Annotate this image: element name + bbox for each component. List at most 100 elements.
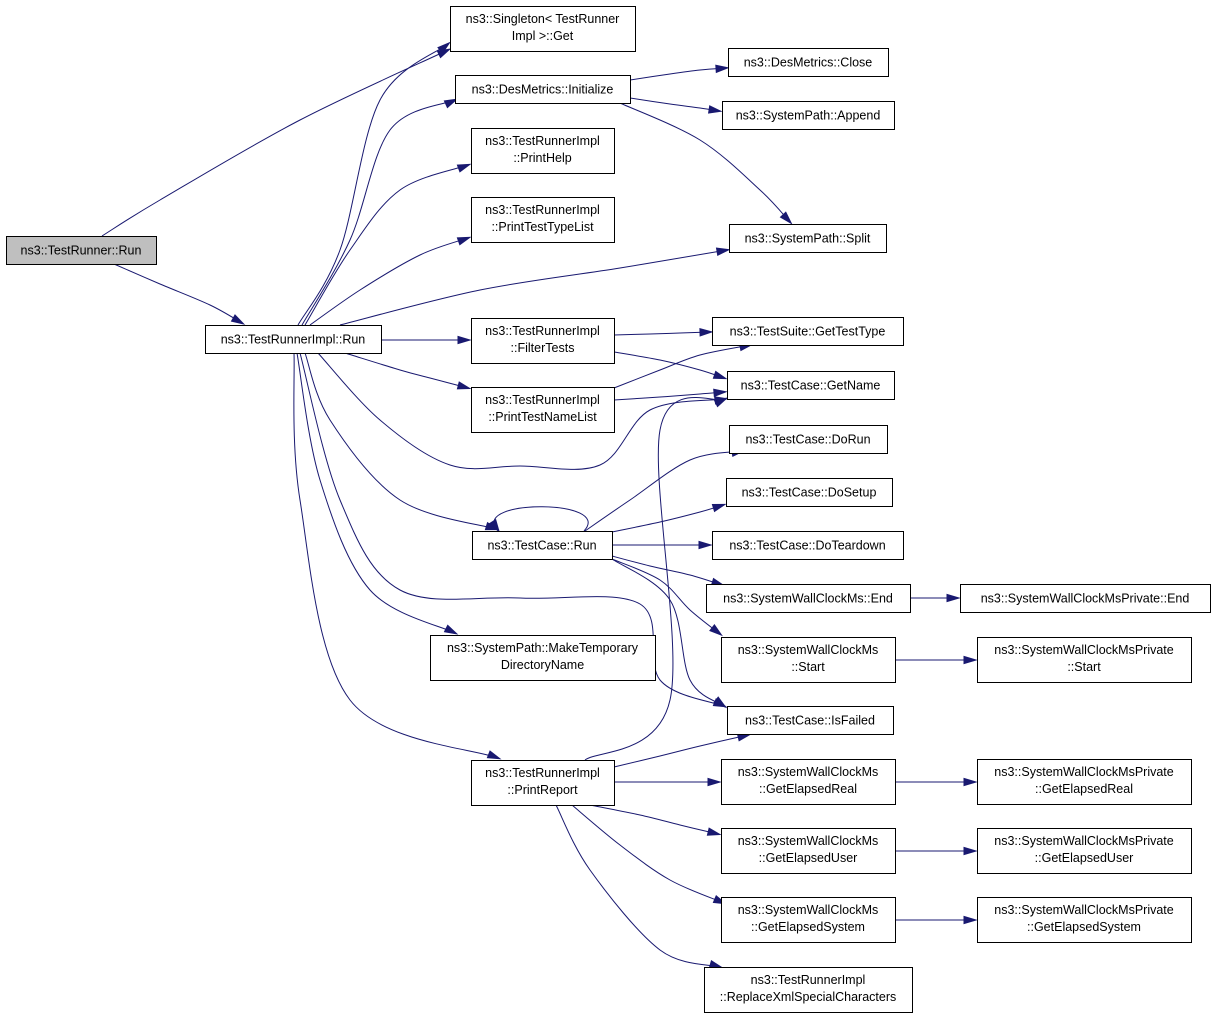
edge-impl-run-to-testcase-run	[304, 352, 500, 531]
node-case-dosetup[interactable]: ns3::TestCase::DoSetup	[726, 478, 893, 507]
edge-desmetrics-init-to-desmetrics-close	[629, 64, 730, 81]
node-print-type-list-label-2: ::PrintTestTypeList	[491, 220, 594, 234]
edge-clock-start-to-priv-start-arrowhead	[963, 655, 978, 665]
node-suite-get-type[interactable]: ns3::TestSuite::GetTestType	[712, 317, 904, 346]
node-case-doteardown-label-1: ns3::TestCase::DoTeardown	[729, 539, 885, 553]
node-print-name-list[interactable]: ns3::TestRunnerImpl::PrintTestNameList	[471, 387, 615, 433]
node-clock-system[interactable]: ns3::SystemWallClockMs::GetElapsedSystem	[721, 897, 896, 943]
node-case-get-name[interactable]: ns3::TestCase::GetName	[727, 371, 895, 400]
edge-filter-tests-to-case-get-name-arrowhead	[712, 370, 728, 380]
node-print-name-list-label-2: ::PrintTestNameList	[488, 410, 597, 424]
node-case-dorun-label-1: ns3::TestCase::DoRun	[745, 433, 870, 447]
node-priv-user[interactable]: ns3::SystemWallClockMsPrivate::GetElapse…	[977, 828, 1192, 874]
node-clock-system-label-2: ::GetElapsedSystem	[751, 920, 865, 934]
edge-print-report-to-clock-user-line	[589, 804, 719, 835]
node-print-report-label-1: ns3::TestRunnerImpl	[485, 766, 600, 780]
node-priv-end[interactable]: ns3::SystemWallClockMsPrivate::End	[960, 584, 1211, 613]
node-case-dorun[interactable]: ns3::TestCase::DoRun	[729, 425, 888, 454]
node-desmetrics-init-label-1: ns3::DesMetrics::Initialize	[472, 83, 614, 97]
node-replace-xml[interactable]: ns3::TestRunnerImpl::ReplaceXmlSpecialCh…	[704, 967, 913, 1013]
edge-print-report-to-clock-real	[614, 777, 722, 787]
node-path-append-label-1: ns3::SystemPath::Append	[736, 109, 881, 123]
node-case-isfailed-box	[727, 706, 894, 735]
node-testcase-run[interactable]: ns3::TestCase::Run	[472, 531, 613, 560]
node-priv-user-label-2: ::GetElapsedUser	[1035, 851, 1134, 865]
node-clock-real[interactable]: ns3::SystemWallClockMs::GetElapsedReal	[721, 759, 896, 805]
node-case-isfailed-label-1: ns3::TestCase::IsFailed	[745, 714, 875, 728]
node-clock-user-label-2: ::GetElapsedUser	[759, 851, 858, 865]
node-make-temp-dir-label-2: DirectoryName	[501, 658, 584, 672]
edge-impl-run-to-path-split	[339, 247, 731, 326]
edge-testcase-run-to-case-isfailed	[611, 558, 727, 709]
edge-testcase-run-to-case-isfailed-line	[611, 558, 725, 707]
edge-filter-tests-to-suite-get-type	[613, 328, 714, 337]
node-clock-user[interactable]: ns3::SystemWallClockMs::GetElapsedUser	[721, 828, 896, 874]
node-print-type-list[interactable]: ns3::TestRunnerImpl::PrintTestTypeList	[471, 197, 615, 243]
edge-desmetrics-init-to-path-append-line	[629, 97, 720, 112]
edge-desmetrics-init-to-desmetrics-close-arrowhead	[715, 64, 730, 74]
node-path-split[interactable]: ns3::SystemPath::Split	[729, 224, 887, 253]
node-replace-xml-box	[704, 967, 913, 1013]
node-path-append[interactable]: ns3::SystemPath::Append	[722, 101, 895, 130]
edge-desmetrics-init-to-path-split-line	[619, 102, 791, 223]
node-print-name-list-label-1: ns3::TestRunnerImpl	[485, 393, 600, 407]
edge-impl-run-to-path-split-line	[339, 249, 728, 326]
edge-print-report-to-clock-user	[589, 804, 722, 836]
node-filter-tests-box	[471, 318, 615, 364]
edge-testcase-run-to-clock-start-line	[611, 558, 721, 635]
edge-impl-run-to-filter-tests-arrowhead	[457, 335, 472, 345]
node-make-temp-dir-label-1: ns3::SystemPath::MakeTemporary	[447, 641, 639, 655]
node-desmetrics-close[interactable]: ns3::DesMetrics::Close	[728, 48, 889, 77]
node-clock-user-box	[721, 828, 896, 874]
node-print-name-list-box	[471, 387, 615, 433]
node-print-type-list-label-1: ns3::TestRunnerImpl	[485, 203, 600, 217]
node-desmetrics-close-label-1: ns3::DesMetrics::Close	[744, 56, 873, 70]
node-impl-run[interactable]: ns3::TestRunnerImpl::Run	[205, 325, 382, 354]
node-clock-system-label-1: ns3::SystemWallClockMs	[738, 903, 879, 917]
node-make-temp-dir[interactable]: ns3::SystemPath::MakeTemporaryDirectoryN…	[430, 635, 656, 681]
edge-print-report-to-case-isfailed	[613, 733, 752, 768]
edge-desmetrics-init-to-path-split	[619, 102, 793, 225]
node-priv-real[interactable]: ns3::SystemWallClockMsPrivate::GetElapse…	[977, 759, 1192, 805]
edge-impl-run-to-print-type-list-arrowhead	[456, 236, 472, 246]
node-clock-start[interactable]: ns3::SystemWallClockMs::Start	[721, 637, 896, 683]
node-runner-run[interactable]: ns3::TestRunner::Run	[6, 236, 157, 265]
edge-testcase-run-to-clock-end-line	[611, 555, 723, 586]
edge-impl-run-to-print-help-arrowhead	[456, 163, 472, 173]
node-filter-tests[interactable]: ns3::TestRunnerImpl::FilterTests	[471, 318, 615, 364]
edge-print-report-to-clock-system-line	[571, 804, 725, 904]
edge-testcase-run-to-case-dorun	[584, 448, 746, 532]
node-case-isfailed[interactable]: ns3::TestCase::IsFailed	[727, 706, 894, 735]
edge-print-report-to-clock-real-arrowhead	[707, 777, 722, 787]
edge-impl-run-to-print-report-line	[293, 352, 499, 759]
edge-runner-run-to-impl-run-arrowhead	[230, 314, 246, 325]
node-case-doteardown[interactable]: ns3::TestCase::DoTeardown	[712, 531, 904, 560]
node-path-split-box	[729, 224, 887, 253]
node-desmetrics-init[interactable]: ns3::DesMetrics::Initialize	[455, 75, 631, 104]
edge-filter-tests-to-suite-get-type-arrowhead	[699, 328, 714, 337]
edge-runner-run-to-singleton-get-line	[101, 49, 449, 237]
node-priv-start[interactable]: ns3::SystemWallClockMsPrivate::Start	[977, 637, 1192, 683]
node-suite-get-type-label-1: ns3::TestSuite::GetTestType	[730, 325, 886, 339]
edge-clock-real-to-priv-real	[895, 777, 978, 787]
edge-impl-run-to-desmetrics-init	[301, 98, 459, 326]
node-clock-start-label-1: ns3::SystemWallClockMs	[738, 643, 879, 657]
edge-desmetrics-init-to-desmetrics-close-line	[629, 67, 727, 81]
node-print-help-box	[471, 128, 615, 174]
node-priv-system[interactable]: ns3::SystemWallClockMsPrivate::GetElapse…	[977, 897, 1192, 943]
node-print-help[interactable]: ns3::TestRunnerImpl::PrintHelp	[471, 128, 615, 174]
node-clock-start-label-2: ::Start	[791, 660, 825, 674]
node-priv-user-box	[977, 828, 1192, 874]
edge-impl-run-to-print-report	[293, 352, 502, 760]
node-clock-end-box	[706, 584, 911, 613]
node-clock-end[interactable]: ns3::SystemWallClockMs::End	[706, 584, 911, 613]
edge-impl-run-to-singleton-get	[297, 41, 451, 326]
edge-print-report-to-case-get-name-arrowhead	[713, 397, 729, 408]
node-print-report[interactable]: ns3::TestRunnerImpl::PrintReport	[471, 760, 615, 806]
node-singleton-get[interactable]: ns3::Singleton< TestRunnerImpl >::Get	[450, 6, 636, 52]
edge-desmetrics-init-to-path-append-arrowhead	[708, 105, 723, 114]
edge-impl-run-to-case-get-name-line	[317, 352, 726, 470]
call-edges	[101, 41, 978, 969]
node-case-doteardown-box	[712, 531, 904, 560]
